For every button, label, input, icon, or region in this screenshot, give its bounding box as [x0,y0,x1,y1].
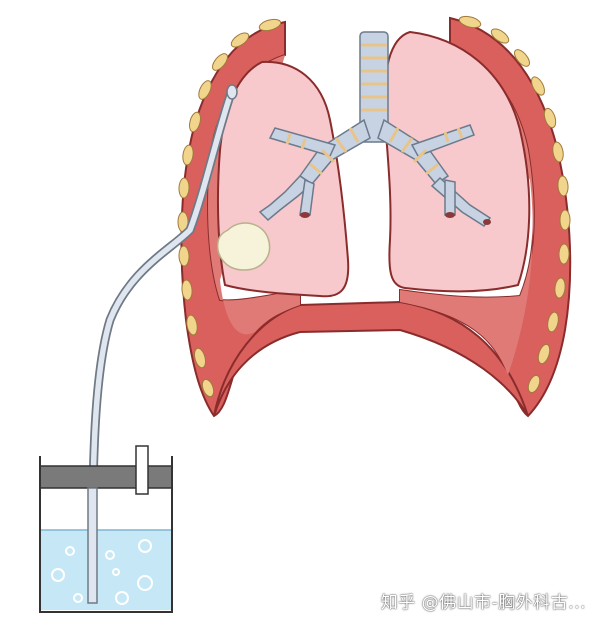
rib-nodules [177,15,571,398]
water-seal-bottle [39,445,173,613]
diaphragm [213,300,529,417]
bronchial-tree [258,31,492,228]
watermark-text: 知乎 @佛山市-胸外科古... [380,593,586,613]
chest-drainage-tube [87,84,238,605]
bulla [217,222,271,271]
